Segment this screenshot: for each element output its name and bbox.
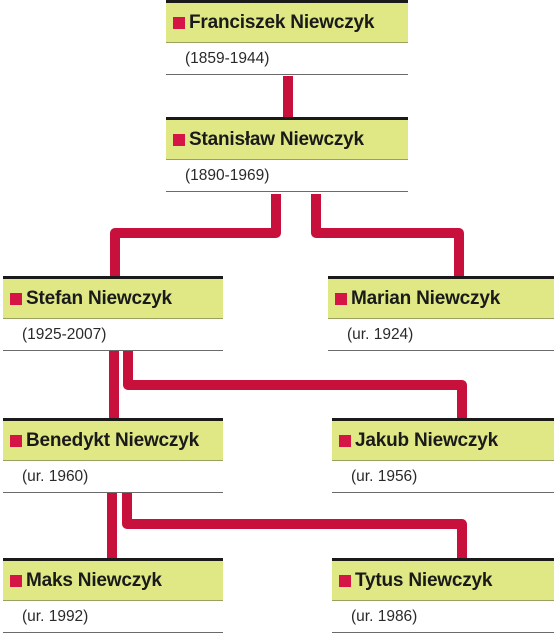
square-marker-icon — [339, 434, 351, 447]
person-jakub: Jakub Niewczyk (ur. 1956) — [332, 418, 554, 493]
person-maks: Maks Niewczyk (ur. 1992) — [3, 558, 223, 633]
person-name: Jakub Niewczyk — [355, 429, 498, 451]
person-tytus: Tytus Niewczyk (ur. 1986) — [332, 558, 554, 633]
name-bar: Benedykt Niewczyk — [3, 421, 223, 461]
connector-benedykt-tytus — [122, 490, 467, 559]
person-dates: (ur. 1924) — [347, 326, 414, 343]
person-name: Stefan Niewczyk — [26, 287, 172, 309]
person-franciszek: Franciszek Niewczyk (1859-1944) — [166, 0, 408, 75]
name-bar: Jakub Niewczyk — [332, 421, 554, 461]
person-dates: (ur. 1992) — [22, 608, 89, 625]
person-stanislaw: Stanisław Niewczyk (1890-1969) — [166, 117, 408, 192]
name-bar: Marian Niewczyk — [328, 279, 554, 319]
square-marker-icon — [10, 292, 22, 305]
connector-stanislaw-marian — [311, 194, 464, 277]
person-dates: (ur. 1956) — [351, 468, 418, 485]
connector-stefan-jakub — [123, 348, 467, 419]
connector-stanislaw-stefan — [110, 194, 281, 277]
square-marker-icon — [173, 16, 185, 29]
name-bar: Maks Niewczyk — [3, 561, 223, 601]
person-name: Benedykt Niewczyk — [26, 429, 199, 451]
person-dates: (1859-1944) — [185, 50, 270, 67]
person-name: Stanisław Niewczyk — [189, 128, 364, 150]
person-name: Franciszek Niewczyk — [189, 11, 375, 33]
name-bar: Tytus Niewczyk — [332, 561, 554, 601]
person-marian: Marian Niewczyk (ur. 1924) — [328, 276, 554, 351]
person-dates: (ur. 1960) — [22, 468, 89, 485]
person-benedykt: Benedykt Niewczyk (ur. 1960) — [3, 418, 223, 493]
person-dates: (1925-2007) — [22, 326, 107, 343]
name-bar: Stanisław Niewczyk — [166, 120, 408, 160]
person-stefan: Stefan Niewczyk (1925-2007) — [3, 276, 223, 351]
square-marker-icon — [335, 292, 347, 305]
person-name: Tytus Niewczyk — [355, 569, 493, 591]
square-marker-icon — [10, 574, 22, 587]
square-marker-icon — [339, 574, 351, 587]
person-dates: (1890-1969) — [185, 167, 270, 184]
person-name: Marian Niewczyk — [351, 287, 501, 309]
square-marker-icon — [173, 133, 185, 146]
person-dates: (ur. 1986) — [351, 608, 418, 625]
person-name: Maks Niewczyk — [26, 569, 162, 591]
name-bar: Franciszek Niewczyk — [166, 3, 408, 43]
square-marker-icon — [10, 434, 22, 447]
name-bar: Stefan Niewczyk — [3, 279, 223, 319]
